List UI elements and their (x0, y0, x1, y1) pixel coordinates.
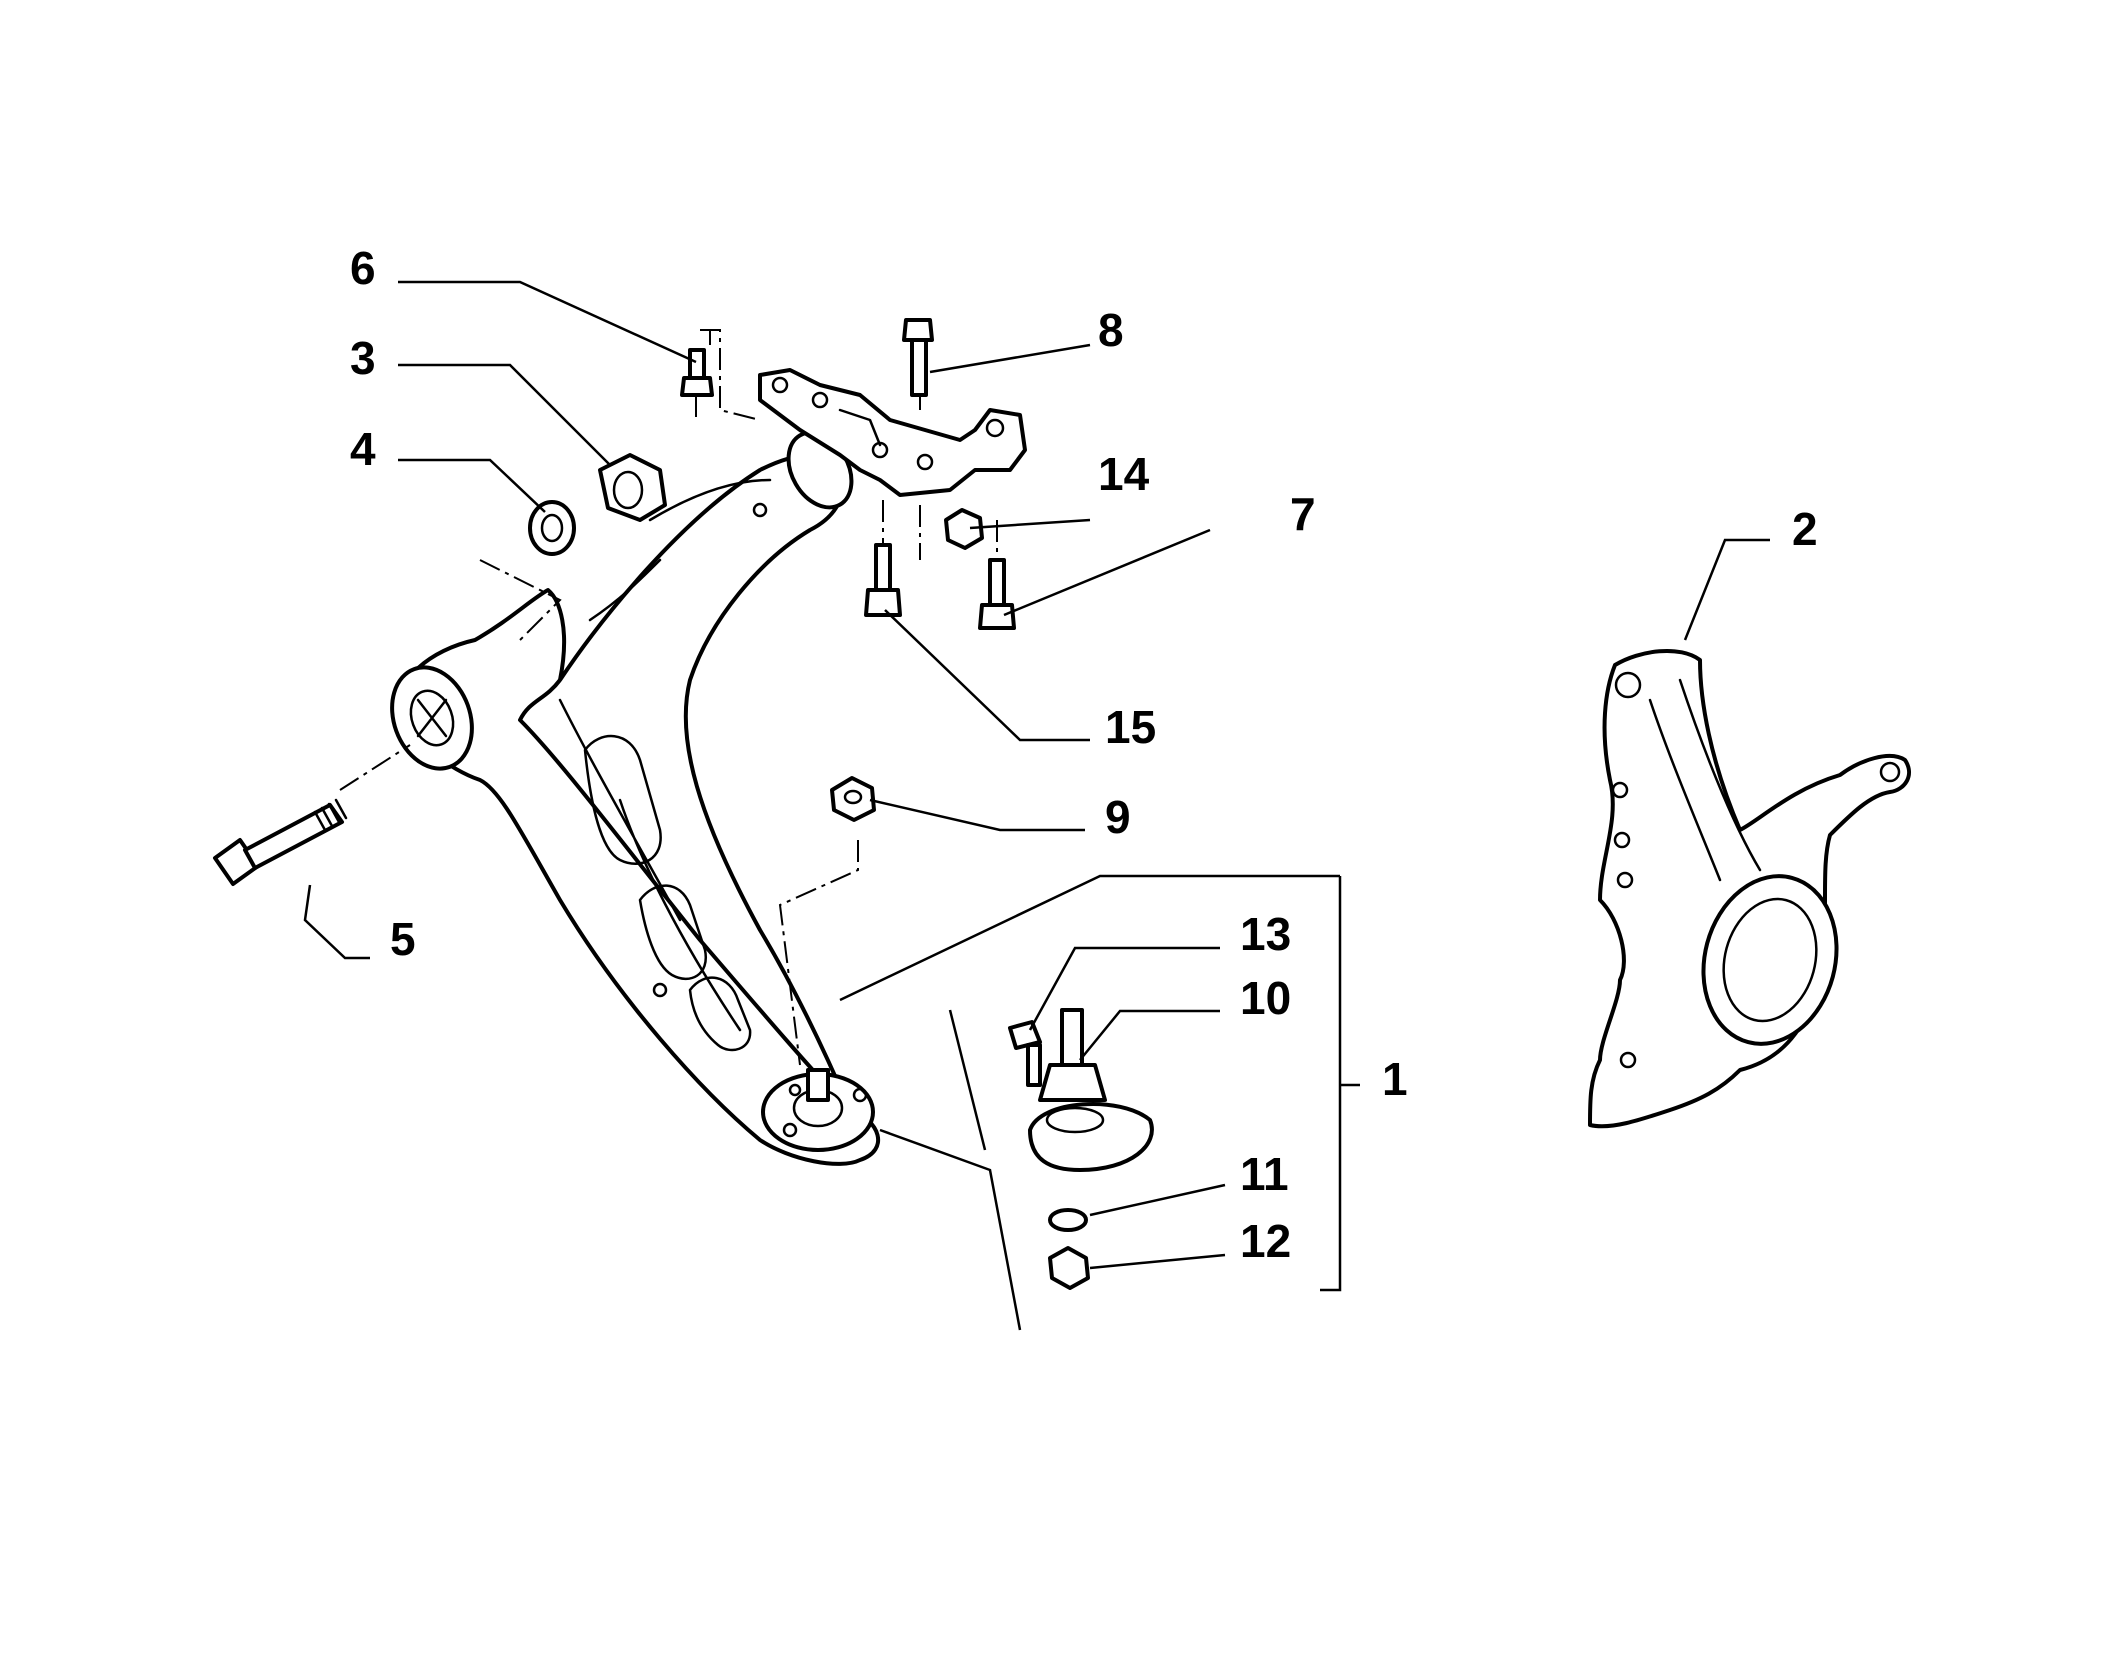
callout-5: 5 (390, 913, 416, 965)
callout-4: 4 (350, 423, 376, 475)
washer-11 (1048, 1208, 1088, 1232)
callout-6: 6 (350, 242, 376, 294)
callout-labels: 6 3 4 5 8 14 7 15 9 2 1 13 10 11 12 (350, 242, 1818, 1267)
steering-knuckle (1588, 648, 1911, 1129)
callout-11: 11 (1240, 1148, 1289, 1200)
control-arm (390, 430, 881, 1166)
callout-8: 8 (1098, 304, 1124, 356)
bolt-15 (864, 543, 902, 617)
nut-14 (944, 508, 984, 550)
bolt-long (213, 798, 348, 886)
callout-15: 15 (1105, 701, 1156, 753)
callout-1: 1 (1382, 1053, 1408, 1105)
washer-4 (528, 500, 576, 556)
nut-9 (830, 776, 876, 822)
callout-3: 3 (350, 332, 376, 384)
bolt-7 (978, 558, 1016, 630)
bolt-8 (902, 318, 934, 397)
bolt-13 (1008, 1020, 1042, 1087)
nut-12 (1048, 1246, 1090, 1290)
ball-joint-10 (1028, 1008, 1154, 1172)
callout-2: 2 (1792, 503, 1818, 555)
cap-nut-3 (598, 453, 667, 522)
mounting-bracket (758, 368, 1027, 497)
callout-10: 10 (1240, 972, 1291, 1024)
small-bolt-6 (680, 348, 714, 397)
callout-9: 9 (1105, 791, 1131, 843)
callout-14: 14 (1098, 448, 1150, 500)
callout-7: 7 (1290, 488, 1316, 540)
callout-12: 12 (1240, 1215, 1291, 1267)
leader-lines (303, 280, 1770, 1331)
callout-13: 13 (1240, 908, 1291, 960)
